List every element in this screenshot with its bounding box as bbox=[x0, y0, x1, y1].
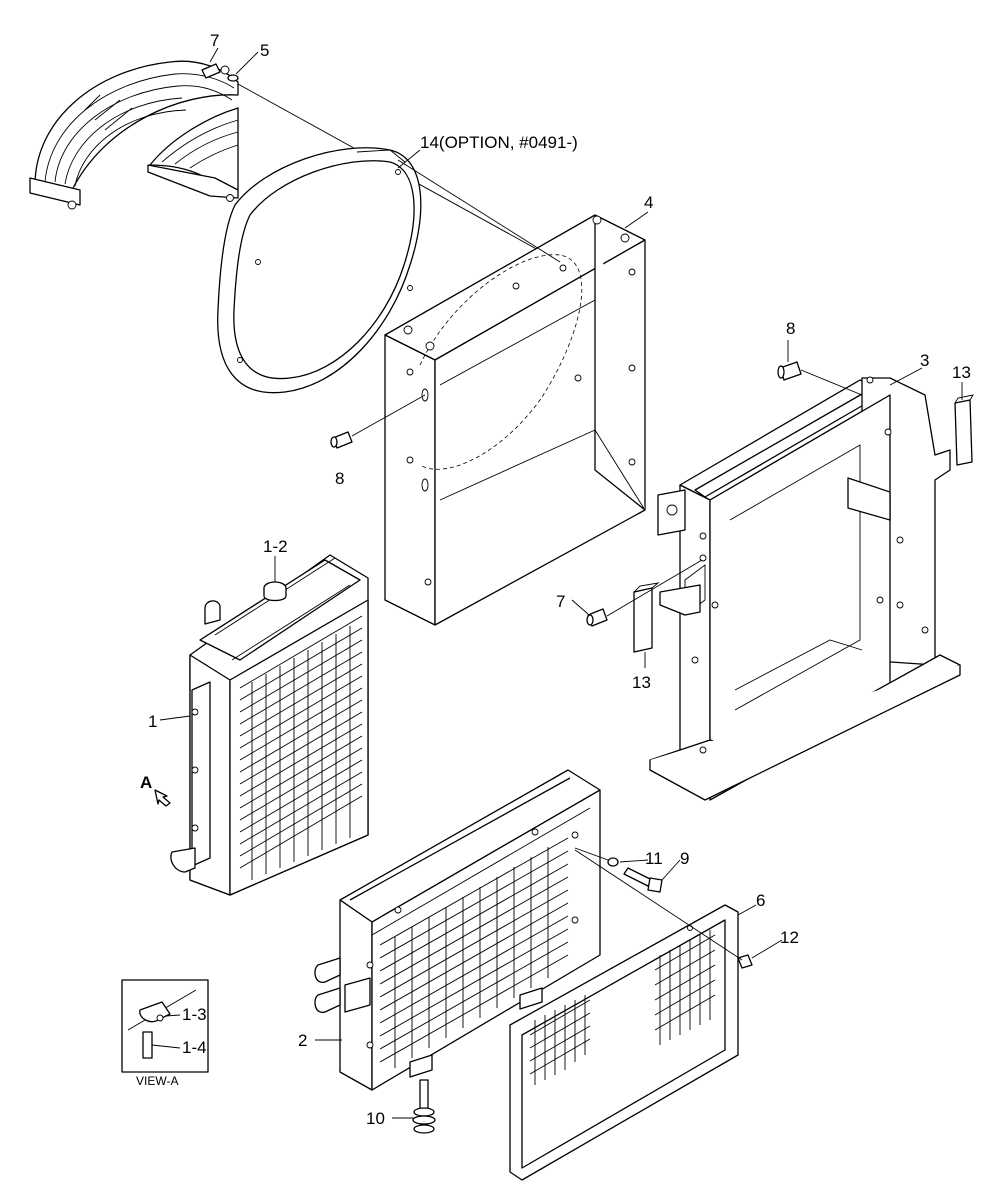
callout-5: 5 bbox=[260, 41, 269, 60]
radiator-1-core bbox=[239, 615, 363, 880]
bolt-10 bbox=[412, 1079, 436, 1134]
callout-13-mid: 13 bbox=[632, 673, 651, 692]
callout-4: 4 bbox=[644, 193, 653, 212]
leader-bolt7-mid bbox=[606, 559, 703, 617]
shroud-ring-14 bbox=[217, 147, 422, 394]
callout-8-right: 8 bbox=[786, 319, 795, 338]
callout-1-4: 1-4 bbox=[182, 1038, 207, 1057]
leader-clip12 bbox=[574, 849, 743, 961]
oil-cooler-core bbox=[379, 837, 569, 1068]
seal-13-right bbox=[954, 394, 974, 466]
view-a-label: VIEW-A bbox=[136, 1074, 178, 1088]
callout-11: 11 bbox=[645, 849, 663, 868]
bolt-7-top bbox=[201, 63, 230, 79]
callout-leaders bbox=[151, 47, 963, 1119]
fan-shroud-4 bbox=[384, 214, 646, 626]
leader-bolt8-left bbox=[351, 394, 426, 437]
bolt-9 bbox=[623, 867, 663, 893]
view-arrow-a bbox=[154, 789, 171, 807]
leader-ring-to-shroud bbox=[397, 159, 561, 263]
clip-12 bbox=[737, 954, 753, 969]
washer-11 bbox=[607, 857, 619, 867]
fan-guard bbox=[29, 60, 239, 210]
callout-13-right: 13 bbox=[952, 363, 971, 382]
callout-2: 2 bbox=[298, 1031, 307, 1050]
callout-6: 6 bbox=[756, 891, 765, 910]
callout-3: 3 bbox=[920, 351, 929, 370]
callout-8-left: 8 bbox=[335, 469, 344, 488]
seal-13-mid bbox=[633, 582, 660, 653]
callout-7-mid: 7 bbox=[556, 592, 565, 611]
bolt-8-left bbox=[330, 431, 353, 449]
bolt-8-right bbox=[777, 361, 802, 381]
washer-5 bbox=[227, 74, 239, 82]
bracket bbox=[659, 584, 701, 616]
callout-a: A bbox=[140, 773, 152, 792]
callout-10: 10 bbox=[366, 1109, 385, 1128]
oil-cooler-2 bbox=[314, 769, 601, 1091]
callout-14: 14(OPTION, #0491-) bbox=[420, 133, 578, 152]
screen-mesh bbox=[529, 930, 716, 1085]
support-frame-3 bbox=[649, 376, 961, 801]
callout-12: 12 bbox=[780, 928, 799, 947]
leader-washer11 bbox=[574, 847, 609, 861]
screen-6 bbox=[509, 904, 739, 1181]
view-a-inset bbox=[121, 979, 209, 1073]
callout-7-top: 7 bbox=[210, 31, 219, 50]
callout-1-3: 1-3 bbox=[182, 1005, 207, 1024]
bolt-7-mid bbox=[586, 608, 608, 627]
callout-9: 9 bbox=[680, 849, 689, 868]
radiator-1 bbox=[170, 554, 369, 896]
leader-bolt8-right bbox=[800, 369, 863, 396]
callout-1-2: 1-2 bbox=[263, 537, 288, 556]
callout-1: 1 bbox=[148, 712, 157, 731]
